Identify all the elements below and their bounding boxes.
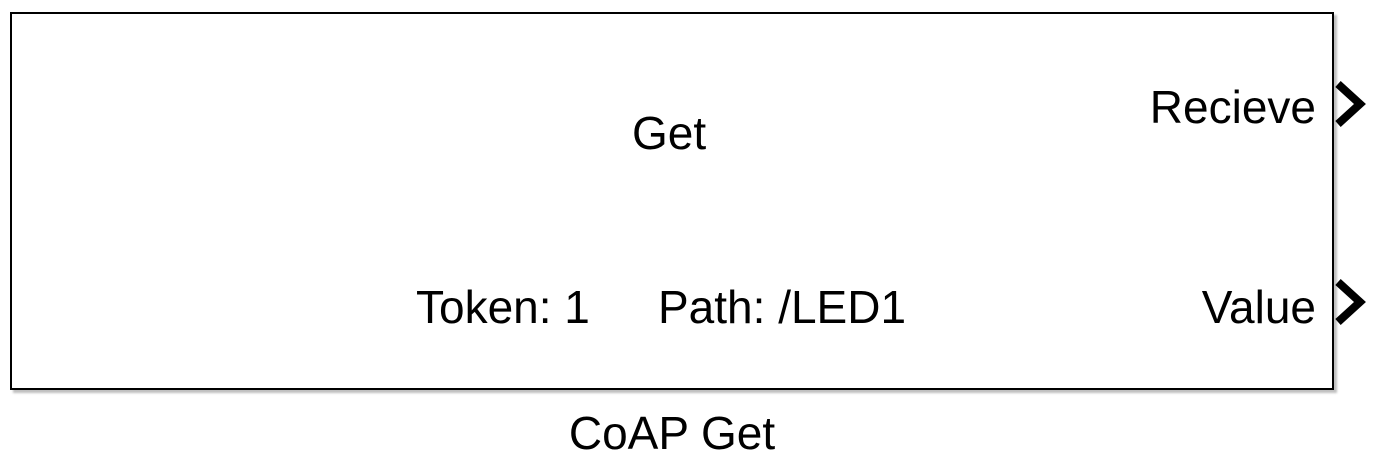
block-name-label[interactable]: CoAP Get [568,407,776,459]
block-title: Get [632,107,707,159]
output-port-recieve-label: Recieve [1149,81,1316,133]
output-port-recieve-icon[interactable] [1333,78,1369,130]
path-parameter: Path: /LED1 [658,281,907,333]
output-port-value-label: Value [1201,281,1316,333]
token-parameter: Token: 1 [416,281,590,333]
coap-get-block[interactable]: Get Token: 1 Path: /LED1 Recieve Value [10,12,1334,390]
output-port-value-icon[interactable] [1333,276,1369,328]
